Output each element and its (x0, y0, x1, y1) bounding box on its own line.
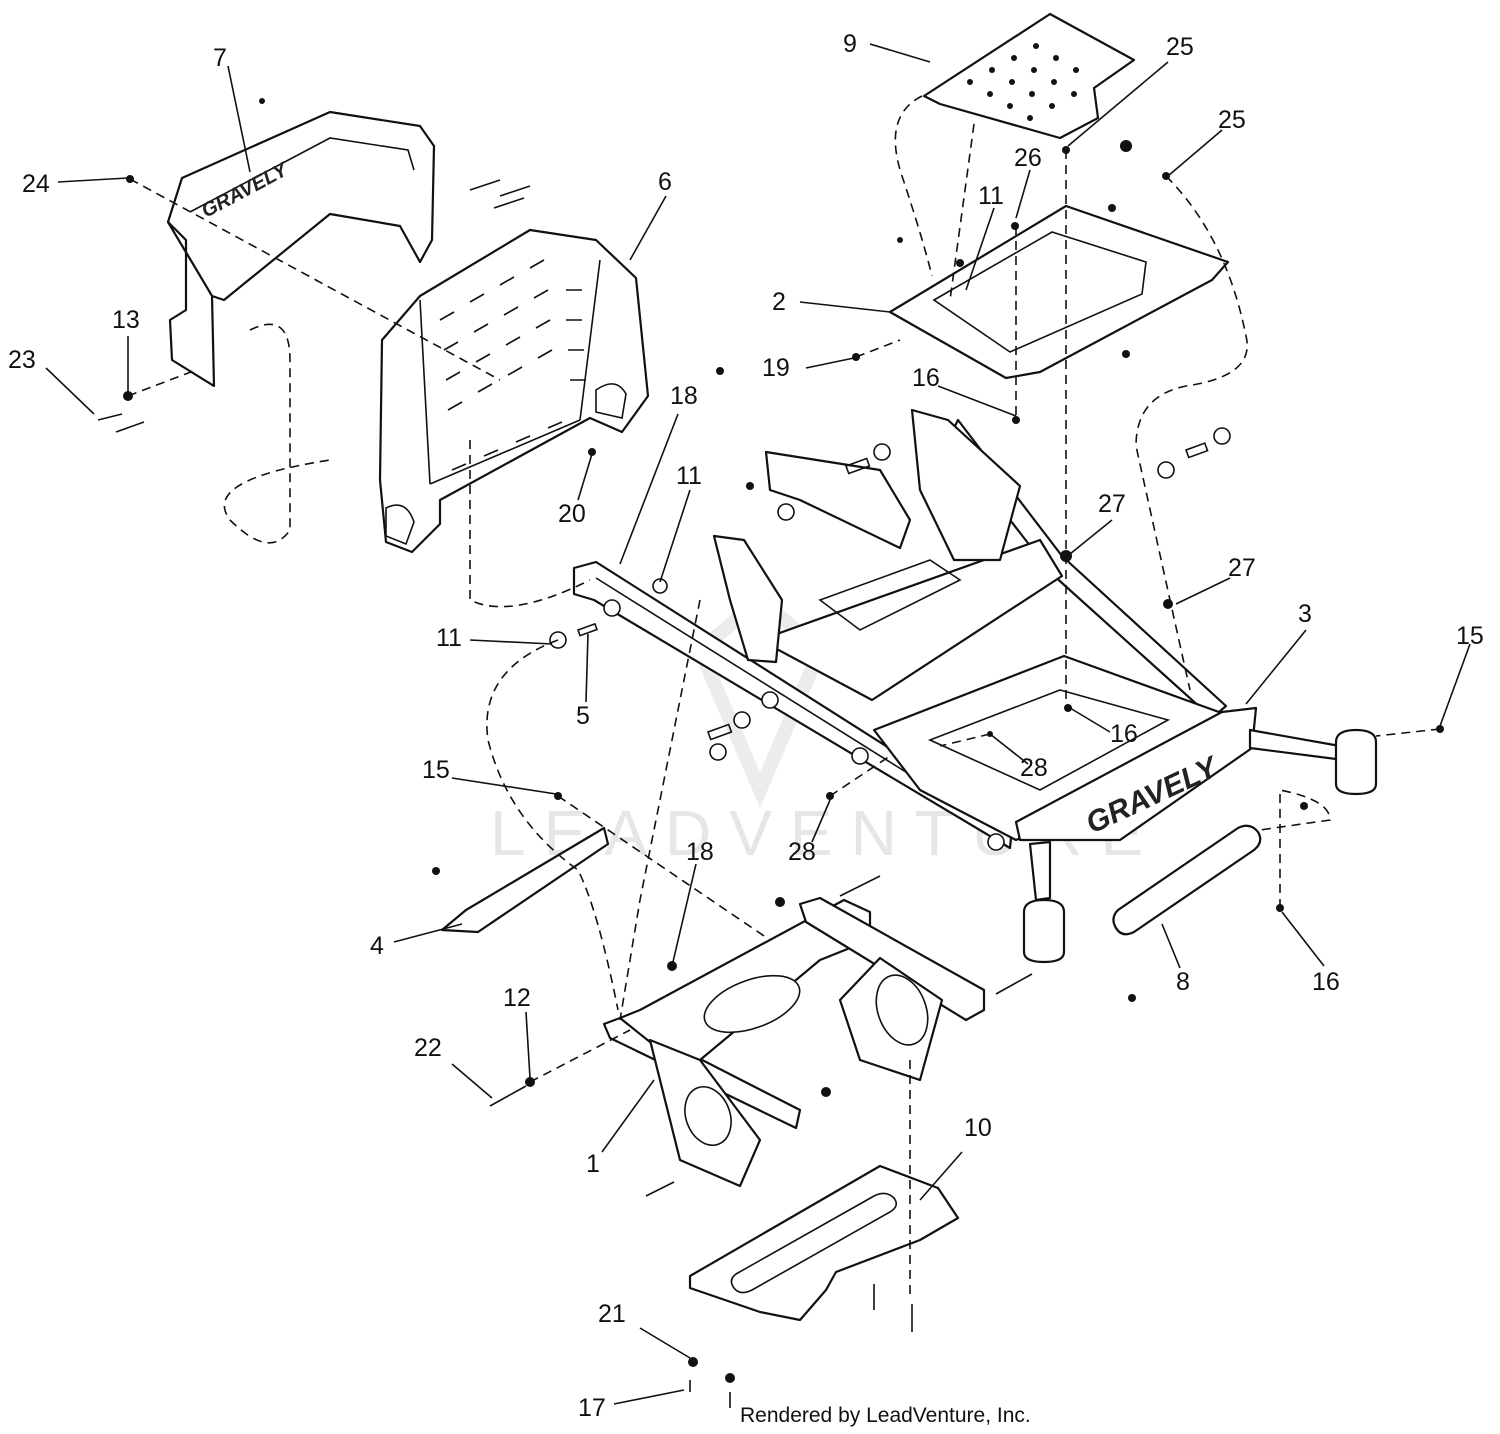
callout-2: 2 (772, 288, 786, 316)
hardware-dots (123, 140, 1444, 1383)
callout-11-left: 11 (436, 624, 462, 652)
callout-21-label: 17 (578, 1394, 606, 1422)
callout-19: 20 (558, 500, 586, 528)
part-7-seat-guard: GRAVELY (166, 98, 436, 388)
callout-13: 12 (503, 984, 531, 1012)
callout-16a: 16 (912, 364, 940, 392)
callout-25b: 25 (1218, 106, 1246, 134)
main-frame: GRAVELY (549, 408, 1378, 964)
callout-4: 4 (370, 932, 384, 960)
callout-3: 3 (1298, 600, 1312, 628)
callout-18a: 18 (670, 382, 698, 410)
leader-lines (45, 43, 1471, 1405)
callout-27b: 27 (1228, 554, 1256, 582)
callout-23: 23 (8, 346, 36, 374)
callout-26: 26 (1014, 144, 1042, 172)
part-4-bracket (440, 826, 610, 934)
callout-8: 8 (1176, 968, 1190, 996)
callout-15a: 15 (422, 756, 450, 784)
callout-9: 9 (843, 30, 857, 58)
part-6-seat-pan (378, 228, 650, 554)
callouts: 7 24 13 23 6 9 25 25 26 11 2 19 16 18 20… (8, 30, 1484, 1422)
part-2-floor-pan (888, 204, 1230, 380)
callout-11a: 11 (676, 462, 702, 490)
callout-14: 13 (112, 306, 140, 334)
callout-7: 7 (213, 44, 227, 72)
callout-27a: 27 (1098, 490, 1126, 518)
callout-18b: 19 (762, 354, 790, 382)
callout-10: 10 (964, 1114, 992, 1142)
callout-22: 22 (414, 1034, 442, 1062)
render-credit: Rendered by LeadVenture, Inc. (740, 1404, 1031, 1427)
callout-20: 21 (598, 1300, 626, 1328)
callout-25a: 25 (1166, 33, 1194, 61)
callout-5: 5 (576, 702, 590, 730)
callout-16b: 16 (1110, 720, 1138, 748)
callout-16c: 16 (1312, 968, 1340, 996)
callout-28b: 28 (788, 838, 816, 866)
assembly-lines (127, 95, 1441, 1300)
part-9-floor-plate (922, 12, 1136, 140)
callout-15b: 15 (1456, 622, 1484, 650)
callout-1: 1 (586, 1150, 600, 1178)
callout-6: 6 (658, 168, 672, 196)
part-10-skid-plate (688, 1164, 960, 1322)
part-1-subframe (602, 896, 986, 1188)
callout-12: 11 (978, 182, 1004, 210)
callout-24: 24 (22, 170, 50, 198)
part-8-roller (1112, 824, 1262, 936)
bolts (97, 179, 1033, 1408)
callout-28a: 28 (1020, 754, 1048, 782)
callout-17: 18 (686, 838, 714, 866)
